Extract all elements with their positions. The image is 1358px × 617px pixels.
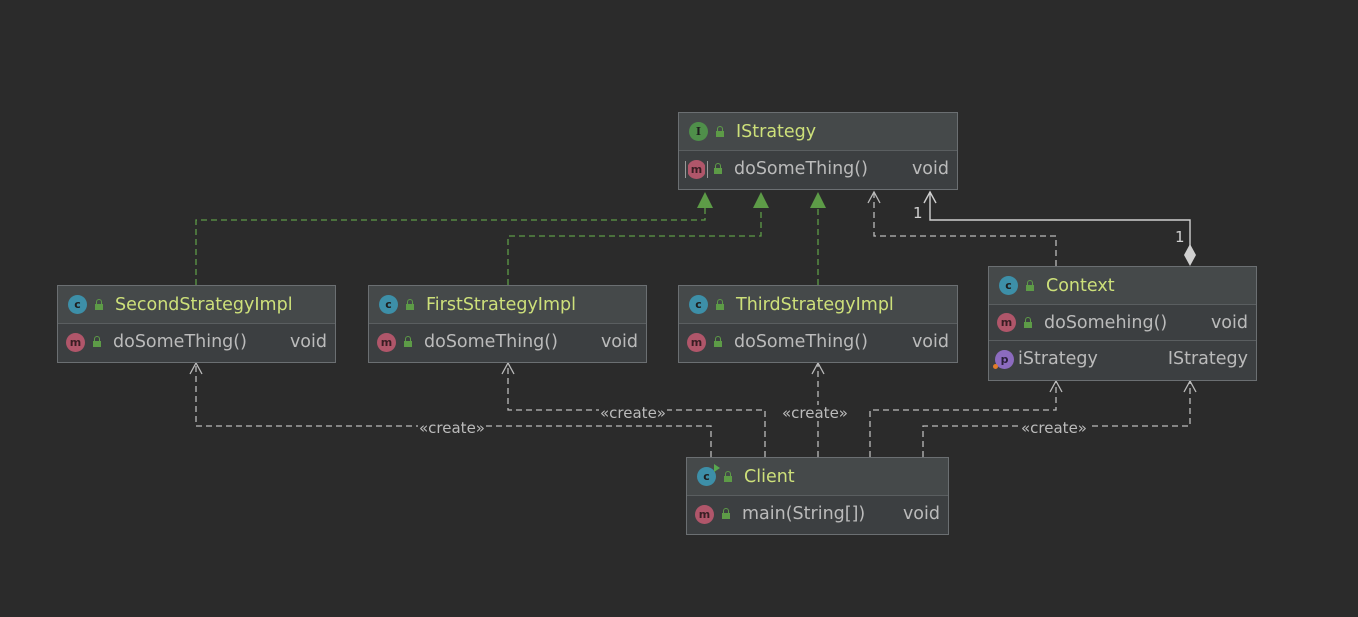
method-name: doSomeThing() <box>113 332 247 352</box>
open-arrowhead <box>811 361 825 375</box>
return-type: void <box>600 332 638 352</box>
method-name: doSomeThing() <box>424 332 558 352</box>
method-name: doSomeThing() <box>734 332 868 352</box>
field-badge-icon <box>993 363 998 369</box>
realization-arrowhead <box>697 192 713 208</box>
method-icon: m <box>997 313 1016 332</box>
class-title: Context <box>1046 275 1115 296</box>
method-name: doSomeThing() <box>734 159 868 179</box>
method-icon: m <box>377 332 396 352</box>
class-icon: c <box>689 295 708 314</box>
create-client-to-context-method <box>869 381 1057 457</box>
box-header: c Context <box>989 267 1256 305</box>
method-row[interactable]: m doSomeThing() void <box>679 151 957 187</box>
public-visibility-icon <box>406 298 414 310</box>
create-label: «create» <box>418 419 486 437</box>
open-arrowhead <box>867 190 881 204</box>
box-header: I IStrategy <box>679 113 957 151</box>
public-visibility-icon <box>93 336 101 347</box>
return-type: void <box>289 332 327 352</box>
method-row[interactable]: m doSomeThing() void <box>58 324 335 360</box>
class-box-client[interactable]: c Client m main(String[]) void <box>686 457 949 535</box>
multiplicity-label: 1 <box>913 204 923 222</box>
method-icon: m <box>695 504 714 524</box>
class-title: ThirdStrategyImpl <box>736 294 894 315</box>
method-row[interactable]: m main(String[]) void <box>687 496 948 532</box>
public-visibility-icon <box>714 163 722 174</box>
open-arrowhead <box>1049 379 1063 393</box>
dependency-context-to-istrategy <box>873 192 1057 266</box>
box-header: c SecondStrategyImpl <box>58 286 335 324</box>
multiplicity-label: 1 <box>1175 228 1185 246</box>
public-visibility-icon <box>716 125 724 137</box>
aggregation-diamond <box>1184 244 1196 266</box>
field-name: iStrategy <box>1018 349 1098 369</box>
create-label: «create» <box>1020 419 1088 437</box>
return-type: void <box>911 332 949 352</box>
public-visibility-icon <box>1026 279 1034 291</box>
method-icon: m <box>66 332 85 352</box>
runnable-class-icon: c <box>697 464 720 486</box>
field-type: IStrategy <box>1167 349 1248 369</box>
open-arrowhead <box>1183 379 1197 393</box>
method-icon: m <box>687 332 706 352</box>
run-badge-icon <box>714 464 720 472</box>
public-visibility-icon <box>404 336 412 347</box>
open-arrowhead <box>189 361 203 375</box>
create-label: «create» <box>781 404 849 422</box>
method-name: main(String[]) <box>742 504 866 524</box>
method-row[interactable]: m doSomeThing() void <box>369 324 646 360</box>
property-icon: p <box>993 349 1014 369</box>
class-box-second-strategy-impl[interactable]: c SecondStrategyImpl m doSomeThing() voi… <box>57 285 336 363</box>
public-visibility-icon <box>95 298 103 310</box>
class-icon: c <box>999 276 1018 295</box>
create-client-to-second <box>195 363 712 457</box>
realization-arrowhead <box>753 192 769 208</box>
class-title: SecondStrategyImpl <box>115 294 293 315</box>
return-type: void <box>911 159 949 179</box>
public-visibility-icon <box>1024 316 1032 328</box>
method-row[interactable]: m doSomeThing() void <box>679 324 957 360</box>
interface-box-istrategy[interactable]: I IStrategy m doSomeThing() void <box>678 112 958 190</box>
public-visibility-icon <box>724 470 732 482</box>
box-header: c ThirdStrategyImpl <box>679 286 957 324</box>
public-visibility-icon <box>716 298 724 310</box>
open-arrowhead <box>501 361 515 375</box>
public-visibility-icon <box>714 336 722 347</box>
aggregation-context-to-istrategy <box>929 192 1191 248</box>
return-type: void <box>1210 312 1248 333</box>
public-visibility-icon <box>722 508 730 519</box>
method-name: doSomehing() <box>1044 312 1168 333</box>
class-icon: c <box>68 295 87 314</box>
class-title: IStrategy <box>736 121 817 142</box>
class-box-third-strategy-impl[interactable]: c ThirdStrategyImpl m doSomeThing() void <box>678 285 958 363</box>
box-header: c Client <box>687 458 948 496</box>
realization-second-to-istrategy <box>195 208 706 285</box>
class-title: FirstStrategyImpl <box>426 294 576 315</box>
class-box-context[interactable]: c Context m doSomehing() void p iStrateg… <box>988 266 1257 381</box>
interface-icon: I <box>689 122 708 141</box>
abstract-method-icon: m <box>685 159 708 179</box>
realization-arrowhead <box>810 192 826 208</box>
box-header: c FirstStrategyImpl <box>369 286 646 324</box>
class-icon: c <box>379 295 398 314</box>
create-label: «create» <box>599 404 667 422</box>
class-box-first-strategy-impl[interactable]: c FirstStrategyImpl m doSomeThing() void <box>368 285 647 363</box>
realization-first-to-istrategy <box>507 208 762 285</box>
return-type: void <box>902 504 940 524</box>
field-row[interactable]: p iStrategy IStrategy <box>989 341 1256 377</box>
open-arrowhead <box>923 190 937 204</box>
method-row[interactable]: m doSomehing() void <box>989 305 1256 341</box>
class-title: Client <box>744 466 795 487</box>
